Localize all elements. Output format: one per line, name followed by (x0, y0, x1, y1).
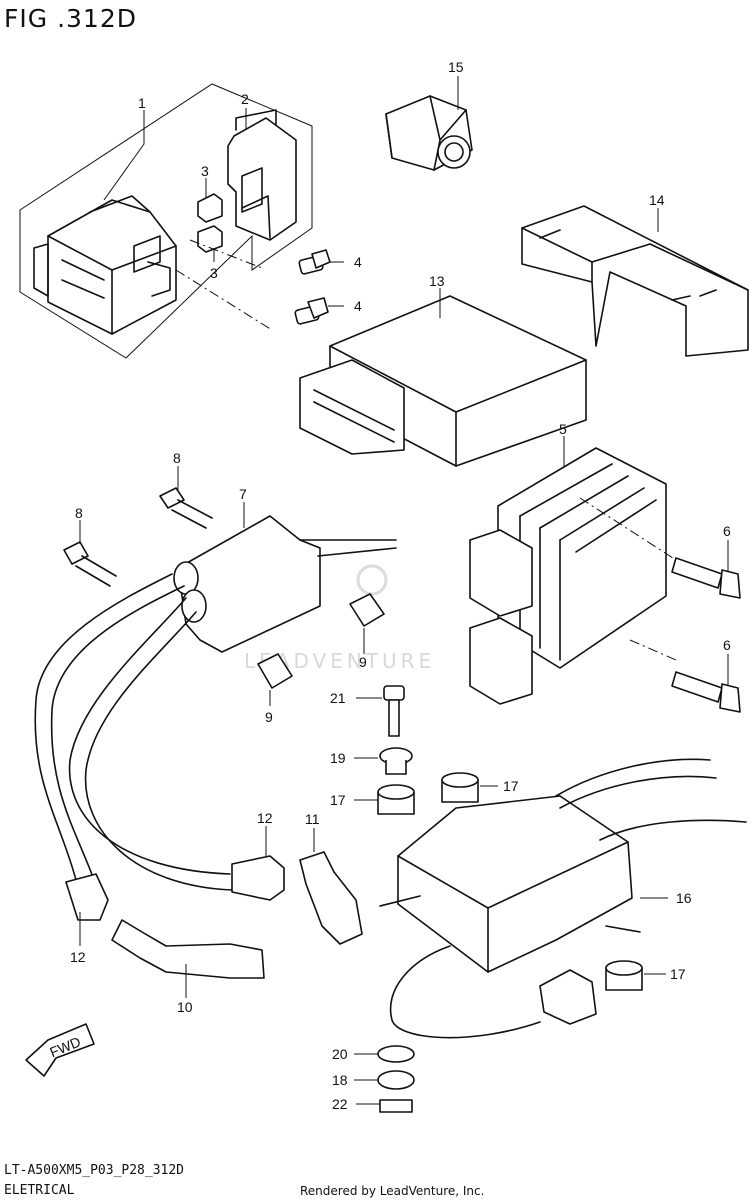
callout-22: 22 (332, 1096, 348, 1112)
regulator-5[interactable] (469, 447, 677, 705)
screw-4-upper[interactable] (298, 249, 331, 275)
ecm-13[interactable] (299, 295, 587, 467)
callout-12: 12 (70, 949, 86, 965)
screw-4-lower[interactable] (294, 297, 329, 325)
plug-cap-10[interactable] (111, 919, 265, 979)
holder-14[interactable] (521, 205, 749, 357)
callout-8: 8 (75, 505, 83, 521)
cap-12-upper[interactable] (231, 855, 285, 901)
nut-22[interactable] (379, 1099, 413, 1113)
callout-15: 15 (448, 59, 464, 75)
render-credit: Rendered by LeadVenture, Inc. (300, 1184, 485, 1198)
callout-3: 3 (201, 163, 209, 179)
callout-9: 9 (265, 709, 273, 725)
bolt-8-lower[interactable] (63, 541, 117, 587)
model-code: LT-A500XM5_P03_P28_312D (4, 1163, 185, 1178)
callout-4: 4 (354, 298, 362, 314)
callout-5: 5 (559, 421, 567, 437)
callout-8: 8 (173, 450, 181, 466)
callout-16: 16 (676, 890, 692, 906)
leader-lines (79, 76, 729, 1105)
bolt-6-lower[interactable] (671, 671, 741, 713)
callout-11: 11 (305, 811, 320, 827)
plug-cap-11[interactable] (299, 851, 363, 945)
collar-19[interactable] (379, 747, 413, 775)
callout-19: 19 (330, 750, 346, 766)
callout-21: 21 (330, 690, 346, 706)
cap-12-lower[interactable] (65, 873, 109, 921)
sleeve-9-left[interactable] (257, 653, 293, 689)
callout-12: 12 (257, 810, 273, 826)
callout-17: 17 (670, 966, 686, 982)
starter-relay-assembly[interactable] (19, 83, 313, 359)
ignition-coil-7[interactable] (173, 515, 397, 653)
washer-20[interactable] (377, 1045, 415, 1063)
callout-4: 4 (354, 254, 362, 270)
screw-21[interactable] (383, 685, 405, 737)
callout-labels: 1 2 3 3 4 4 5 6 6 7 8 8 9 9 10 11 12 12 … (70, 59, 731, 1112)
section-name: ELETRICAL (4, 1183, 75, 1198)
callout-14: 14 (649, 192, 665, 208)
control-unit-16[interactable] (379, 758, 747, 1039)
grommet-17-lower[interactable] (605, 960, 643, 991)
callout-6: 6 (723, 637, 731, 653)
bolt-6-upper[interactable] (671, 557, 741, 599)
callout-20: 20 (332, 1046, 348, 1062)
connector-15[interactable] (385, 95, 473, 171)
callout-17: 17 (330, 792, 346, 808)
bolt-8-upper[interactable] (159, 487, 213, 529)
callout-3: 3 (210, 265, 218, 281)
callout-7: 7 (239, 486, 247, 502)
callout-10: 10 (177, 999, 193, 1015)
sleeve-9-right[interactable] (349, 593, 385, 627)
callout-18: 18 (332, 1072, 348, 1088)
callout-13: 13 (429, 273, 445, 289)
washer-18[interactable] (377, 1070, 415, 1090)
callout-17: 17 (503, 778, 519, 794)
grommet-17-mid[interactable] (377, 784, 415, 815)
callout-2: 2 (241, 91, 249, 107)
figure-title: FIG .312D (4, 4, 137, 33)
high-tension-leads[interactable] (34, 573, 233, 891)
callout-1: 1 (138, 95, 146, 111)
grommet-17-upper[interactable] (441, 772, 479, 803)
fwd-direction-arrow: FWD (25, 1023, 95, 1077)
callout-9: 9 (359, 654, 367, 670)
callout-6: 6 (723, 523, 731, 539)
